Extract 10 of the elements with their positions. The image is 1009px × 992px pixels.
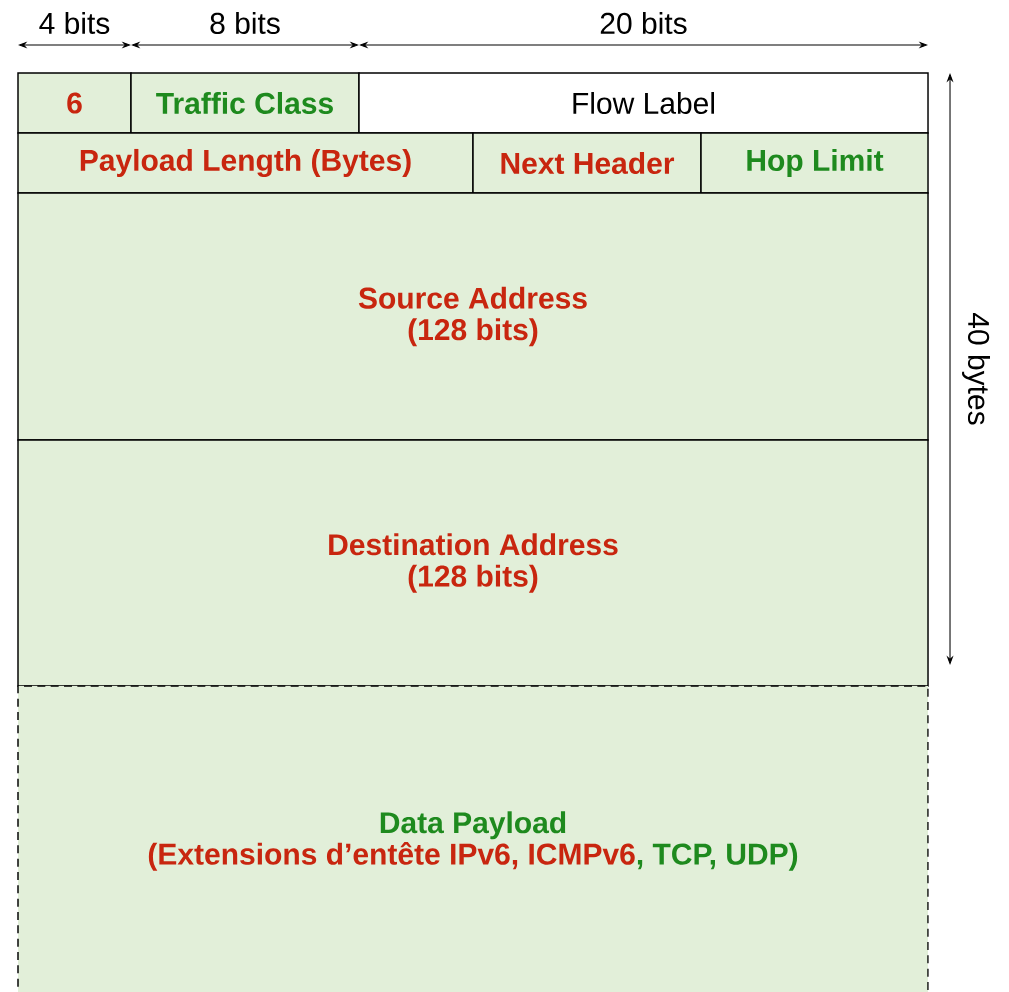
payload-box: Data Payload (Extensions d’entête IPv6, ICMPv6, TCP, UDP) — [17, 685, 929, 992]
field-box: Next Header — [472, 132, 702, 194]
dimension-label: 4 bits — [37, 10, 112, 36]
field-box: Hop Limit — [700, 132, 929, 194]
dimension-label: 20 bits — [598, 10, 690, 36]
field-box: Destination Address (128 bits) — [17, 439, 929, 687]
field-box: 6 — [17, 72, 132, 134]
dimension-label: 40 bytes — [962, 313, 990, 425]
dimension-label: 8 bits — [207, 10, 283, 36]
field-box: Flow Label — [358, 72, 929, 134]
